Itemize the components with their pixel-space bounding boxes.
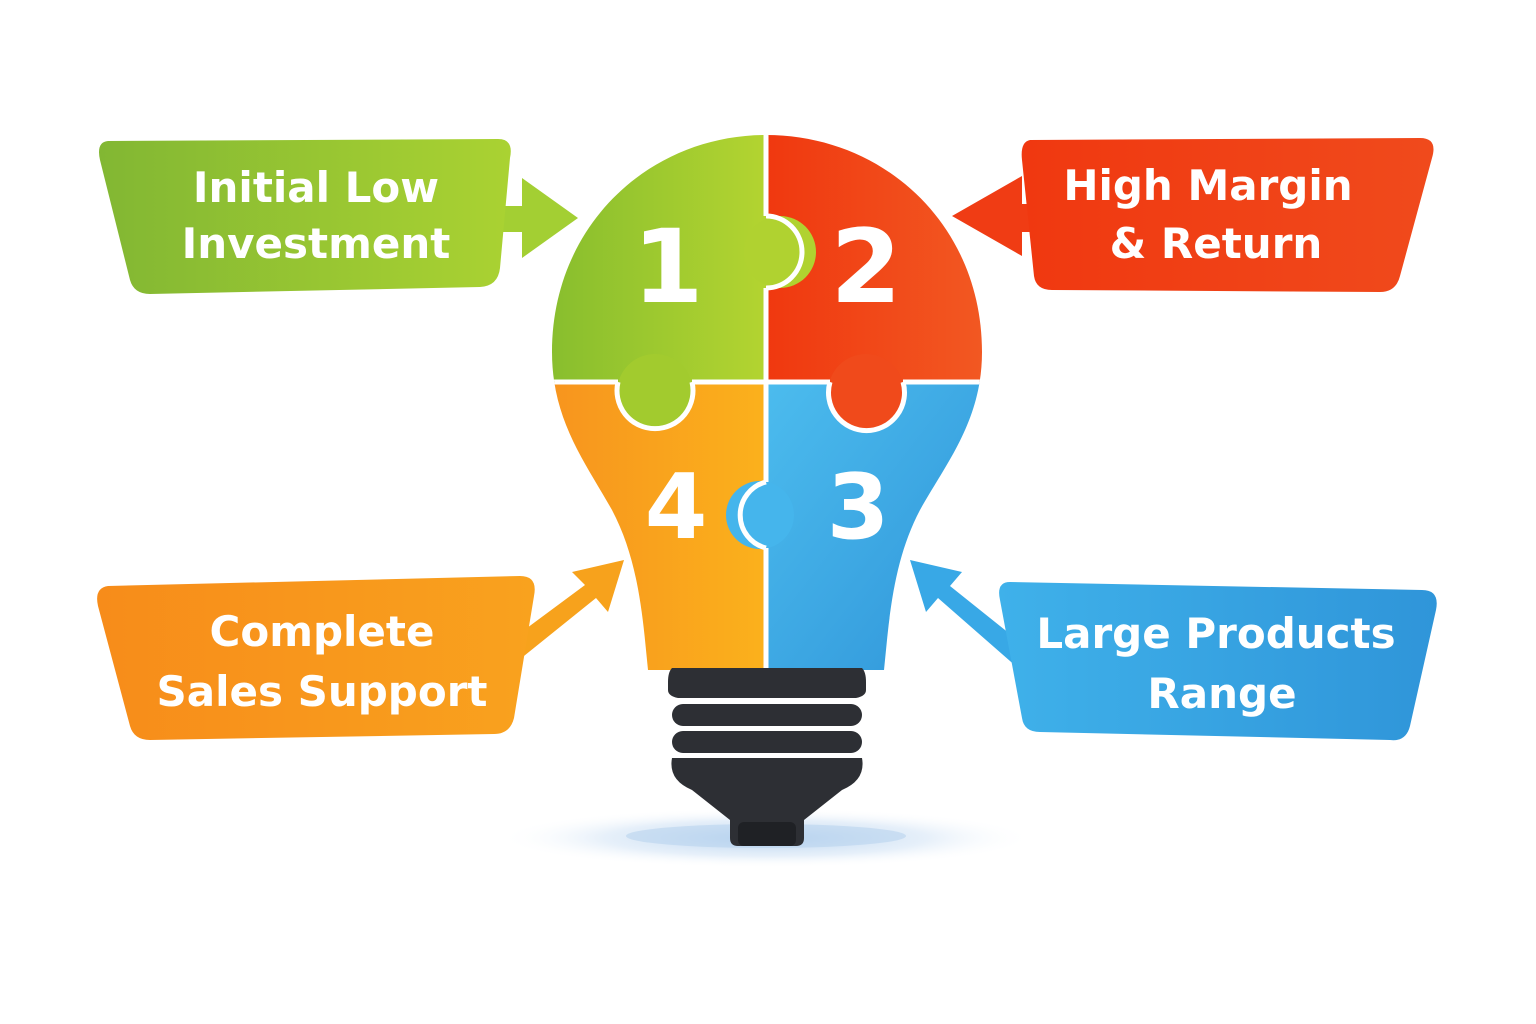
arrow-icon xyxy=(910,560,1030,668)
piece-number-1: 1 xyxy=(633,208,704,327)
callout-box-green xyxy=(99,139,511,294)
callout-green: Initial Low Investment xyxy=(99,139,578,294)
callout-orange-line1: Complete xyxy=(210,607,435,656)
callout-blue-line2: Range xyxy=(1147,669,1296,718)
arrow-icon xyxy=(952,176,1040,256)
callout-box-blue xyxy=(999,582,1437,741)
callout-green-line1: Initial Low xyxy=(193,163,439,212)
puzzle-tab-blue-left xyxy=(726,481,794,549)
puzzle-tab-red xyxy=(828,354,904,430)
piece-number-4: 4 xyxy=(645,455,708,560)
piece-number-2: 2 xyxy=(831,208,902,327)
arrow-icon xyxy=(500,560,624,664)
callout-red: High Margin & Return xyxy=(952,138,1434,292)
callout-box-red xyxy=(1021,138,1434,292)
callout-box-orange xyxy=(97,576,535,740)
puzzle-seams xyxy=(552,135,982,670)
callout-green-line2: Investment xyxy=(182,219,451,268)
arrow-icon xyxy=(500,178,578,258)
puzzle-tab-green xyxy=(617,354,693,430)
bulb-base xyxy=(668,668,866,846)
puzzle-tab-green-right xyxy=(744,216,816,288)
callout-red-line1: High Margin xyxy=(1063,161,1352,210)
piece-number-3: 3 xyxy=(827,455,890,560)
callout-blue: Large Products Range xyxy=(910,560,1437,741)
callout-blue-line1: Large Products xyxy=(1036,609,1395,658)
callout-orange-line2: Sales Support xyxy=(156,667,487,716)
callout-orange: Complete Sales Support xyxy=(97,560,624,740)
callout-red-line2: & Return xyxy=(1110,219,1323,268)
